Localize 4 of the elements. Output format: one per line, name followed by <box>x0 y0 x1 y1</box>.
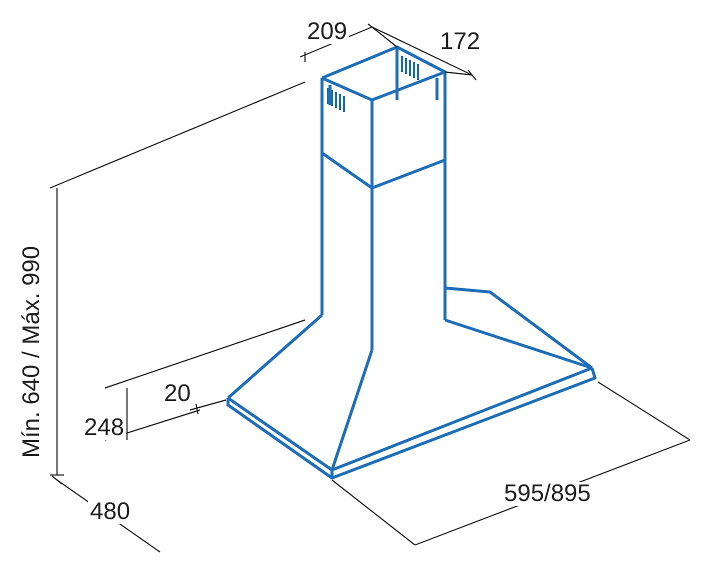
dimension-label: 595/895 <box>502 482 593 506</box>
dimension-label: 248 <box>82 416 126 440</box>
dimension-label: 209 <box>305 20 350 44</box>
dimension-label: 480 <box>88 500 132 524</box>
